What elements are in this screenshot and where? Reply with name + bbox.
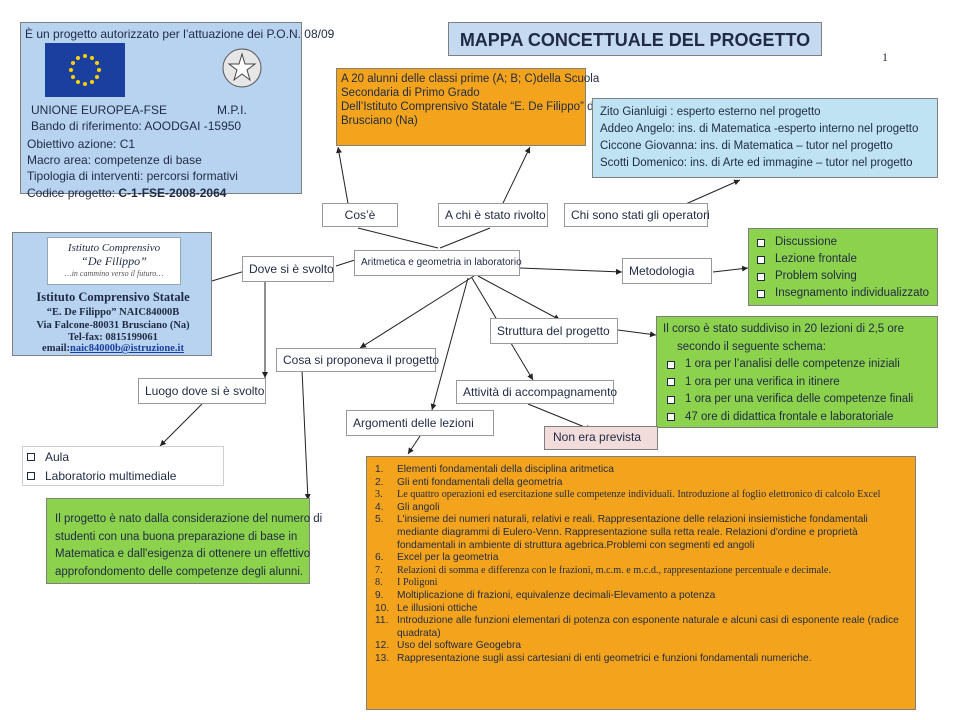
question-who: A chi è stato rivolto bbox=[438, 203, 548, 227]
question-what: Cos’è bbox=[322, 203, 398, 227]
structure-item: 1 ora per l’analisi delle competenze ini… bbox=[663, 356, 931, 374]
codice-label: Codice progetto: bbox=[27, 186, 119, 200]
purpose-line-4: approfondomento delle competenze degli a… bbox=[55, 565, 304, 578]
school-logo: Istituto Comprensivo “De Filippo” …in ca… bbox=[47, 237, 181, 285]
node-proposed: Cosa si proponeva il progetto bbox=[276, 348, 439, 372]
lesson-item: 13.Rappresentazione sugli assi cartesian… bbox=[375, 652, 812, 664]
staff-box: Zito Gianluigi : esperto esterno nel pro… bbox=[592, 98, 938, 178]
school-box: Istituto Comprensivo “De Filippo” …in ca… bbox=[12, 232, 212, 356]
lesson-item: 5.L'insieme dei numeri naturali, relativ… bbox=[375, 514, 868, 551]
method-item: Problem solving bbox=[753, 268, 933, 285]
node-methodology: Metodologia bbox=[622, 258, 712, 284]
codice-text: Codice progetto: C-1-FSE-2008-2064 bbox=[27, 186, 226, 200]
lesson-item: 8.I Poligoni bbox=[375, 577, 438, 589]
tipologia-text: Tipologia di interventi: percorsi format… bbox=[27, 169, 238, 183]
places-box: Aula Laboratorio multimediale bbox=[22, 446, 224, 486]
staff-line-3: Ciccone Giovanna: ins. di Matematica – t… bbox=[600, 140, 893, 152]
method-item: Discussione bbox=[753, 234, 933, 251]
school-logo-line-1: Istituto Comprensivo bbox=[67, 242, 161, 254]
purpose-box: Il progetto è nato dalla considerazione … bbox=[46, 498, 323, 584]
lesson-item: 1.Elementi fondamentali della disciplina… bbox=[375, 464, 614, 475]
codice-value: C-1-FSE-2008-2064 bbox=[118, 186, 227, 200]
node-where-done: Dove si è svolto bbox=[242, 256, 334, 282]
obiettivo-text: Obiettivo azione: C1 bbox=[27, 137, 136, 151]
school-phone: Tel-fax: 0815199061 bbox=[68, 332, 158, 343]
question-operators: Chi sono stati gli operatori bbox=[564, 203, 710, 227]
node-not-planned: Non era prevista bbox=[544, 426, 658, 450]
eu-stars-icon bbox=[69, 54, 101, 86]
node-support: Attività di accompagnamento bbox=[456, 380, 617, 404]
school-name: Istituto Comprensivo Statale bbox=[36, 290, 190, 304]
school-email-label: email: bbox=[42, 343, 71, 354]
macro-area-text: Macro area: competenze di base bbox=[27, 153, 202, 167]
school-code: “E. De Filippo” NAIC84000B bbox=[46, 307, 180, 318]
school-logo-tagline: …in cammino verso il futuro… bbox=[64, 269, 164, 278]
lesson-item: 3.Le quattro operazioni ed esercitazione… bbox=[375, 489, 881, 501]
lesson-item: 6.Excel per la geometria bbox=[375, 552, 499, 564]
school-email-link[interactable]: naic84000b@istruzione.it bbox=[70, 343, 184, 354]
structure-item: 1 ora per una verifica delle competenze … bbox=[663, 391, 931, 409]
purpose-line-1: Il progetto è nato dalla considerazione … bbox=[55, 513, 323, 525]
lessons-box: 1.Elementi fondamentali della disciplina… bbox=[366, 456, 916, 710]
authorization-line: È un progetto autorizzato per l’attuazio… bbox=[25, 27, 335, 41]
page-title: MAPPA CONCETTUALE DEL PROGETTO bbox=[459, 30, 811, 50]
page-number: 1 bbox=[882, 50, 888, 64]
node-topic: Aritmetica e geometria in laboratorio bbox=[354, 250, 522, 276]
lesson-item: 10.Le illusioni ottiche bbox=[375, 602, 478, 614]
structure-intro-2: secondo il seguente schema: bbox=[677, 340, 826, 353]
title-box: MAPPA CONCETTUALE DEL PROGETTO bbox=[448, 22, 822, 56]
structure-item: 1 ora per una verifica in itinere bbox=[663, 374, 931, 392]
students-line-1: A 20 alunni delle classi prime (A; B; C)… bbox=[341, 73, 600, 85]
methods-box: Discussione Lezione frontale Problem sol… bbox=[748, 228, 938, 306]
place-item: Aula bbox=[23, 448, 223, 467]
school-logo-line-2: “De Filippo” bbox=[81, 254, 147, 268]
structure-detail-box: Il corso è stato suddiviso in 20 lezioni… bbox=[656, 316, 938, 428]
node-structure: Struttura del progetto bbox=[490, 318, 618, 344]
eu-flag bbox=[45, 43, 125, 97]
structure-intro-1: Il corso è stato suddiviso in 20 lezioni… bbox=[663, 323, 904, 335]
students-line-4: Brusciano (Na) bbox=[341, 115, 418, 127]
staff-line-4: Scotti Domenico: ins. di Arte ed immagin… bbox=[600, 157, 913, 169]
lesson-item: 4.Gli angoli bbox=[375, 501, 440, 513]
lesson-item: 11.Introduzione alle funzioni elementari… bbox=[375, 615, 899, 639]
eu-label: UNIONE EUROPEA-FSE bbox=[31, 103, 168, 117]
republic-emblem-icon bbox=[221, 47, 263, 89]
bando-text: Bando di riferimento: AOODGAI -15950 bbox=[31, 119, 242, 133]
lesson-item: 9.Moltiplicazione di frazioni, equivalen… bbox=[375, 589, 716, 601]
students-line-2: Secondaria di Primo Grado bbox=[341, 87, 480, 99]
lesson-item: 7.Relazioni di somma e differenza con le… bbox=[375, 564, 831, 576]
node-place: Luogo dove si è svolto bbox=[138, 378, 266, 404]
staff-line-1: Zito Gianluigi : esperto esterno nel pro… bbox=[600, 106, 821, 118]
method-item: Lezione frontale bbox=[753, 251, 933, 268]
structure-item: 47 ore di didattica frontale e laborator… bbox=[663, 409, 931, 427]
staff-line-2: Addeo Angelo: ins. di Matematica -espert… bbox=[600, 123, 919, 135]
purpose-line-2: studenti con una buona preparazione di b… bbox=[55, 530, 298, 543]
mpi-label: M.P.I. bbox=[217, 103, 247, 117]
place-item: Laboratorio multimediale bbox=[23, 467, 223, 486]
method-item: Insegnamento individualizzato bbox=[753, 285, 933, 302]
lesson-item: 2.Gli enti fondamentali della geometria bbox=[375, 476, 563, 488]
purpose-line-3: Matematica e dall'esigenza di ottenere u… bbox=[55, 548, 311, 560]
header-box: È un progetto autorizzato per l’attuazio… bbox=[20, 22, 334, 200]
school-address: Via Falcone-80031 Brusciano (Na) bbox=[36, 320, 190, 331]
node-lessons: Argomenti delle lezioni bbox=[346, 410, 494, 436]
lesson-item: 12.Uso del software Geogebra bbox=[375, 640, 522, 652]
students-box: A 20 alunni delle classi prime (A; B; C)… bbox=[336, 68, 600, 146]
students-line-3: Dell’Istituto Comprensivo Statale “E. De… bbox=[341, 101, 597, 113]
school-email: email:naic84000b@istruzione.it bbox=[13, 343, 213, 354]
